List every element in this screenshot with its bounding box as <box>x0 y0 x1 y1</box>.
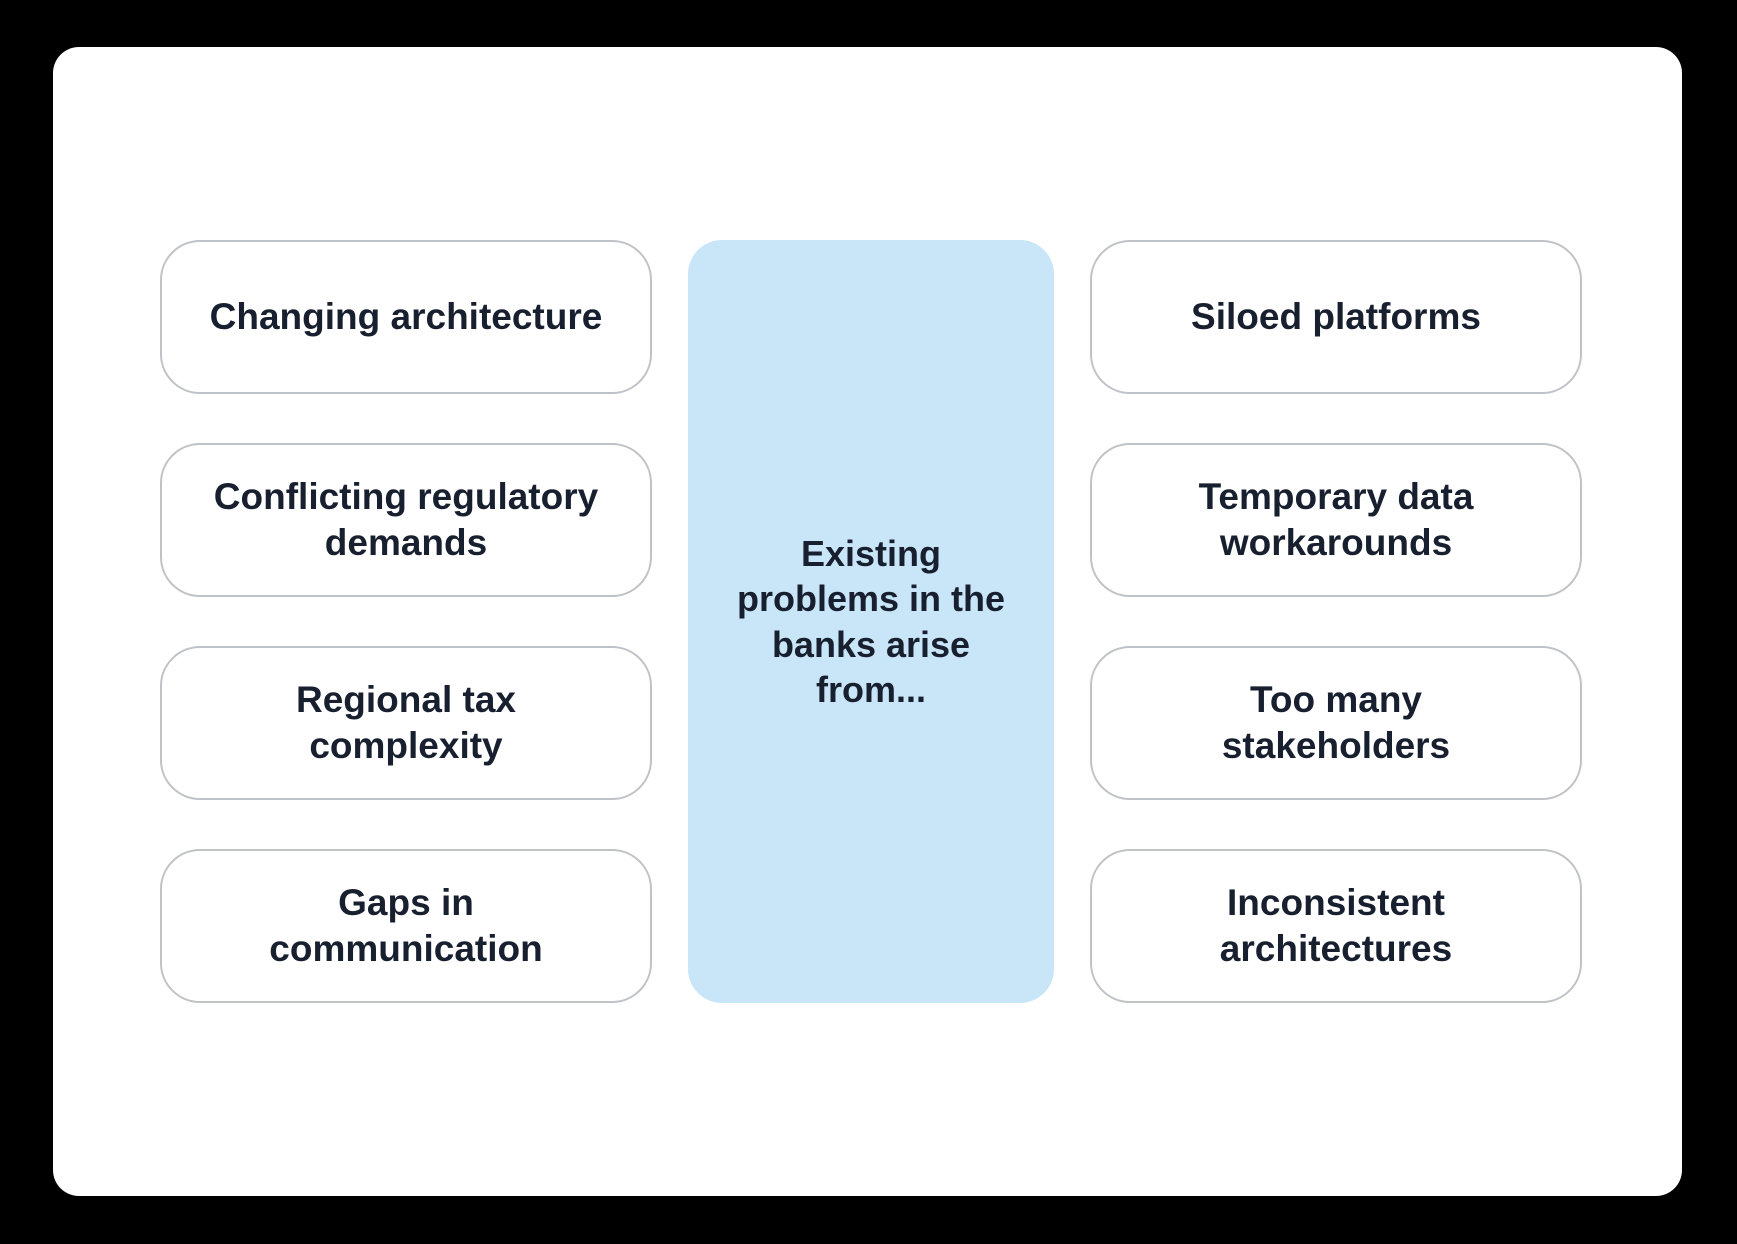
problem-label: Siloed platforms <box>1191 295 1481 337</box>
central-statement-box: Existing problems in the banks arise fro… <box>688 240 1054 1003</box>
problem-label: Regional tax complexity <box>296 678 516 766</box>
problem-box-regional-tax-complexity: Regional tax complexity <box>160 646 652 800</box>
problem-box-changing-architecture: Changing architecture <box>160 240 652 394</box>
problem-label: Temporary data workarounds <box>1198 475 1474 563</box>
problem-box-inconsistent-architectures: Inconsistent architectures <box>1090 849 1582 1003</box>
problem-label: Conflicting regulatory demands <box>213 475 599 563</box>
left-problem-column: Changing architecture Conflicting regula… <box>160 240 652 1003</box>
problem-box-too-many-stakeholders: Too many stakeholders <box>1090 646 1582 800</box>
right-problem-column: Siloed platforms Temporary data workarou… <box>1090 240 1582 1003</box>
diagram-card: Changing architecture Conflicting regula… <box>53 47 1682 1196</box>
problem-box-conflicting-regulatory-demands: Conflicting regulatory demands <box>160 443 652 597</box>
problem-box-temporary-data-workarounds: Temporary data workarounds <box>1090 443 1582 597</box>
central-statement-label: Existing problems in the banks arise fro… <box>736 532 1006 710</box>
problem-label: Changing architecture <box>209 295 603 337</box>
problem-box-gaps-in-communication: Gaps in communication <box>160 849 652 1003</box>
problem-label: Inconsistent architectures <box>1219 881 1453 969</box>
problem-box-siloed-platforms: Siloed platforms <box>1090 240 1582 394</box>
problem-label: Too many stakeholders <box>1221 678 1451 766</box>
problem-label: Gaps in communication <box>269 881 543 969</box>
